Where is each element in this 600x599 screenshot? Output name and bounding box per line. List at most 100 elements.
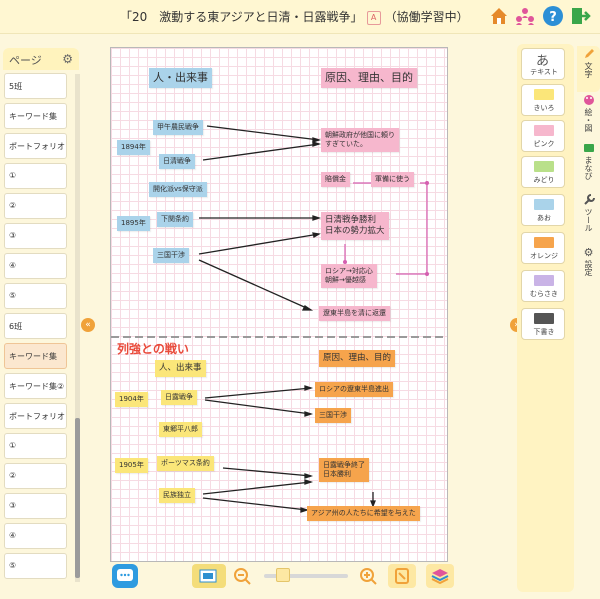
page-item[interactable]: ② — [4, 193, 67, 219]
tab-learn-label: まなび — [584, 156, 593, 180]
page-item[interactable]: ④ — [4, 523, 67, 549]
layers-icon[interactable] — [426, 564, 454, 588]
chat-icon[interactable] — [112, 564, 138, 588]
swatch-orange — [534, 237, 554, 248]
page-item[interactable]: ① — [4, 163, 67, 189]
gear-icon[interactable]: ⚙ — [62, 52, 73, 66]
palette-label: むらさき — [530, 290, 558, 298]
tab-draw-label: 絵・図 — [584, 108, 593, 132]
section-title-rekkyo: 列強との戦い — [117, 342, 189, 356]
page-panel: ページ ⚙ 5班 キーワード集 ポートフォリオ ① ② ③ ④ ⑤ 6班 キーワ… — [0, 46, 79, 586]
tab-learn[interactable]: まなび — [577, 142, 600, 192]
note-russia-advance[interactable]: ロシアの遼東半島進出 — [315, 382, 393, 398]
tab-tool-label: ツール — [584, 208, 593, 232]
whiteboard-canvas[interactable]: 人・出来事 原因、理由、目的 1894年 甲午農民戦争 日清戦争 開化派vs保守… — [110, 47, 448, 562]
page-list-scroll-thumb[interactable] — [75, 418, 80, 578]
page-item[interactable]: ② — [4, 463, 67, 489]
tab-tool[interactable]: ツール — [577, 194, 600, 244]
page-item[interactable]: キーワード集 — [4, 103, 67, 129]
page-item[interactable]: ④ — [4, 253, 67, 279]
palette-text[interactable]: あ テキスト — [521, 48, 565, 80]
swatch-purple — [534, 275, 554, 286]
page-item[interactable]: ③ — [4, 493, 67, 519]
note-minzoku[interactable]: 民族独立 — [159, 488, 195, 504]
swatch-blue — [534, 199, 554, 210]
palette-label: みどり — [533, 176, 555, 184]
group-icon[interactable] — [514, 5, 536, 27]
note-togo[interactable]: 東郷平八郎 — [159, 422, 202, 438]
palette-label: テキスト — [530, 68, 558, 76]
note-russia-korea[interactable]: ロシア→対応心 朝鮮→優越感 — [321, 264, 377, 289]
tab-settings-label: 設定 — [584, 260, 593, 276]
note-baishokin[interactable]: 賠償金 — [321, 172, 350, 188]
note-year-1905[interactable]: 1905年 — [115, 458, 148, 474]
page-item[interactable]: ① — [4, 433, 67, 459]
page-item[interactable]: ⑤ — [4, 283, 67, 309]
page-item[interactable]: ポートフォリオ — [4, 133, 67, 159]
palette-label: 下書き — [533, 328, 555, 336]
palette-green[interactable]: みどり — [521, 156, 565, 188]
collapse-left-icon[interactable]: « — [81, 318, 95, 332]
exit-icon[interactable] — [569, 5, 591, 27]
page-item[interactable]: 5班 — [4, 73, 67, 99]
card-view-icon[interactable] — [192, 564, 226, 588]
page-item[interactable]: 6班 — [4, 313, 67, 339]
note-causes[interactable]: 原因、理由、目的 — [321, 68, 417, 89]
note-sangoku-2[interactable]: 三国干渉 — [315, 408, 351, 424]
zoom-slider-handle[interactable] — [276, 568, 290, 582]
note-year-1895[interactable]: 1895年 — [117, 216, 150, 232]
note-sangoku-kansho[interactable]: 三国干渉 — [153, 248, 189, 264]
fit-screen-icon[interactable] — [388, 564, 416, 588]
zoom-slider-track[interactable] — [264, 574, 348, 578]
note-ryotou-return[interactable]: 遼東半島を清に返還 — [319, 306, 390, 322]
page-item[interactable]: キーワード集② — [4, 373, 67, 399]
note-people-events-2[interactable]: 人、出来事 — [155, 360, 206, 378]
note-nisshin-victory[interactable]: 日清戦争勝利 日本の勢力拡大 — [321, 212, 389, 241]
title-badge[interactable]: A — [366, 10, 381, 25]
note-koga-war[interactable]: 甲午農民戦争 — [153, 120, 203, 136]
note-year-1894[interactable]: 1894年 — [117, 140, 150, 156]
palette-icon — [583, 94, 595, 106]
zoom-out-icon[interactable] — [232, 566, 252, 586]
page-item[interactable]: ③ — [4, 223, 67, 249]
page-item[interactable]: ⑤ — [4, 553, 67, 579]
note-gunbi[interactable]: 軍備に使う — [371, 172, 414, 188]
note-shimonoseki-treaty[interactable]: 下関条約 — [157, 212, 193, 228]
note-chosen-government[interactable]: 朝鮮政府が他国に頼り すぎていた。 — [321, 128, 399, 153]
note-year-1904[interactable]: 1904年 — [115, 392, 148, 408]
palette-purple[interactable]: むらさき — [521, 270, 565, 302]
home-icon[interactable] — [488, 5, 510, 27]
note-asia-hope[interactable]: アジア州の人たちに希望を与えた — [307, 506, 420, 522]
note-nisshin-war[interactable]: 日清戦争 — [159, 154, 195, 170]
page-item-selected[interactable]: キーワード集 — [4, 343, 67, 369]
palette-draft[interactable]: 下書き — [521, 308, 565, 340]
tab-text-label: 文字 — [584, 62, 593, 78]
palette-blue[interactable]: あお — [521, 194, 565, 226]
palette-label: オレンジ — [530, 252, 558, 260]
note-kaika-vs-hoshu[interactable]: 開化派vs保守派 — [149, 182, 207, 198]
note-causes-2[interactable]: 原因、理由、目的 — [319, 350, 396, 368]
swatch-green — [534, 161, 554, 172]
swatch-pink — [534, 125, 554, 136]
page-item[interactable]: ポートフォリオ — [4, 403, 67, 429]
settings-gear-icon: ⚙ — [583, 246, 594, 259]
tab-draw[interactable]: 絵・図 — [577, 94, 600, 140]
bottom-toolbar — [110, 562, 510, 592]
note-nichiro-end[interactable]: 日露戦争終了 日本勝利 — [319, 458, 369, 483]
help-icon[interactable]: ? — [542, 5, 564, 27]
tab-settings[interactable]: ⚙ 設定 — [577, 246, 600, 286]
title-text: 「20 激動する東アジアと日清・日露戦争」 — [120, 10, 363, 24]
page-list-scrollbar[interactable] — [75, 74, 80, 582]
note-nichiro-war[interactable]: 日露戦争 — [161, 390, 197, 406]
palette-yellow[interactable]: きいろ — [521, 84, 565, 116]
palette-pink[interactable]: ピンク — [521, 120, 565, 152]
note-people-events[interactable]: 人・出来事 — [149, 68, 212, 89]
tab-text[interactable]: 文字 — [577, 46, 600, 92]
page-title: 「20 激動する東アジアと日清・日露戦争」A（協働学習中） — [120, 8, 469, 25]
connector-lines — [111, 125, 447, 513]
zoom-in-icon[interactable] — [358, 566, 378, 586]
page-panel-header: ページ ⚙ — [3, 48, 79, 70]
palette-orange[interactable]: オレンジ — [521, 232, 565, 264]
header-bar: 「20 激動する東アジアと日清・日露戦争」A（協働学習中） ? — [0, 0, 600, 34]
note-portsmouth[interactable]: ポーツマス条約 — [157, 456, 214, 472]
